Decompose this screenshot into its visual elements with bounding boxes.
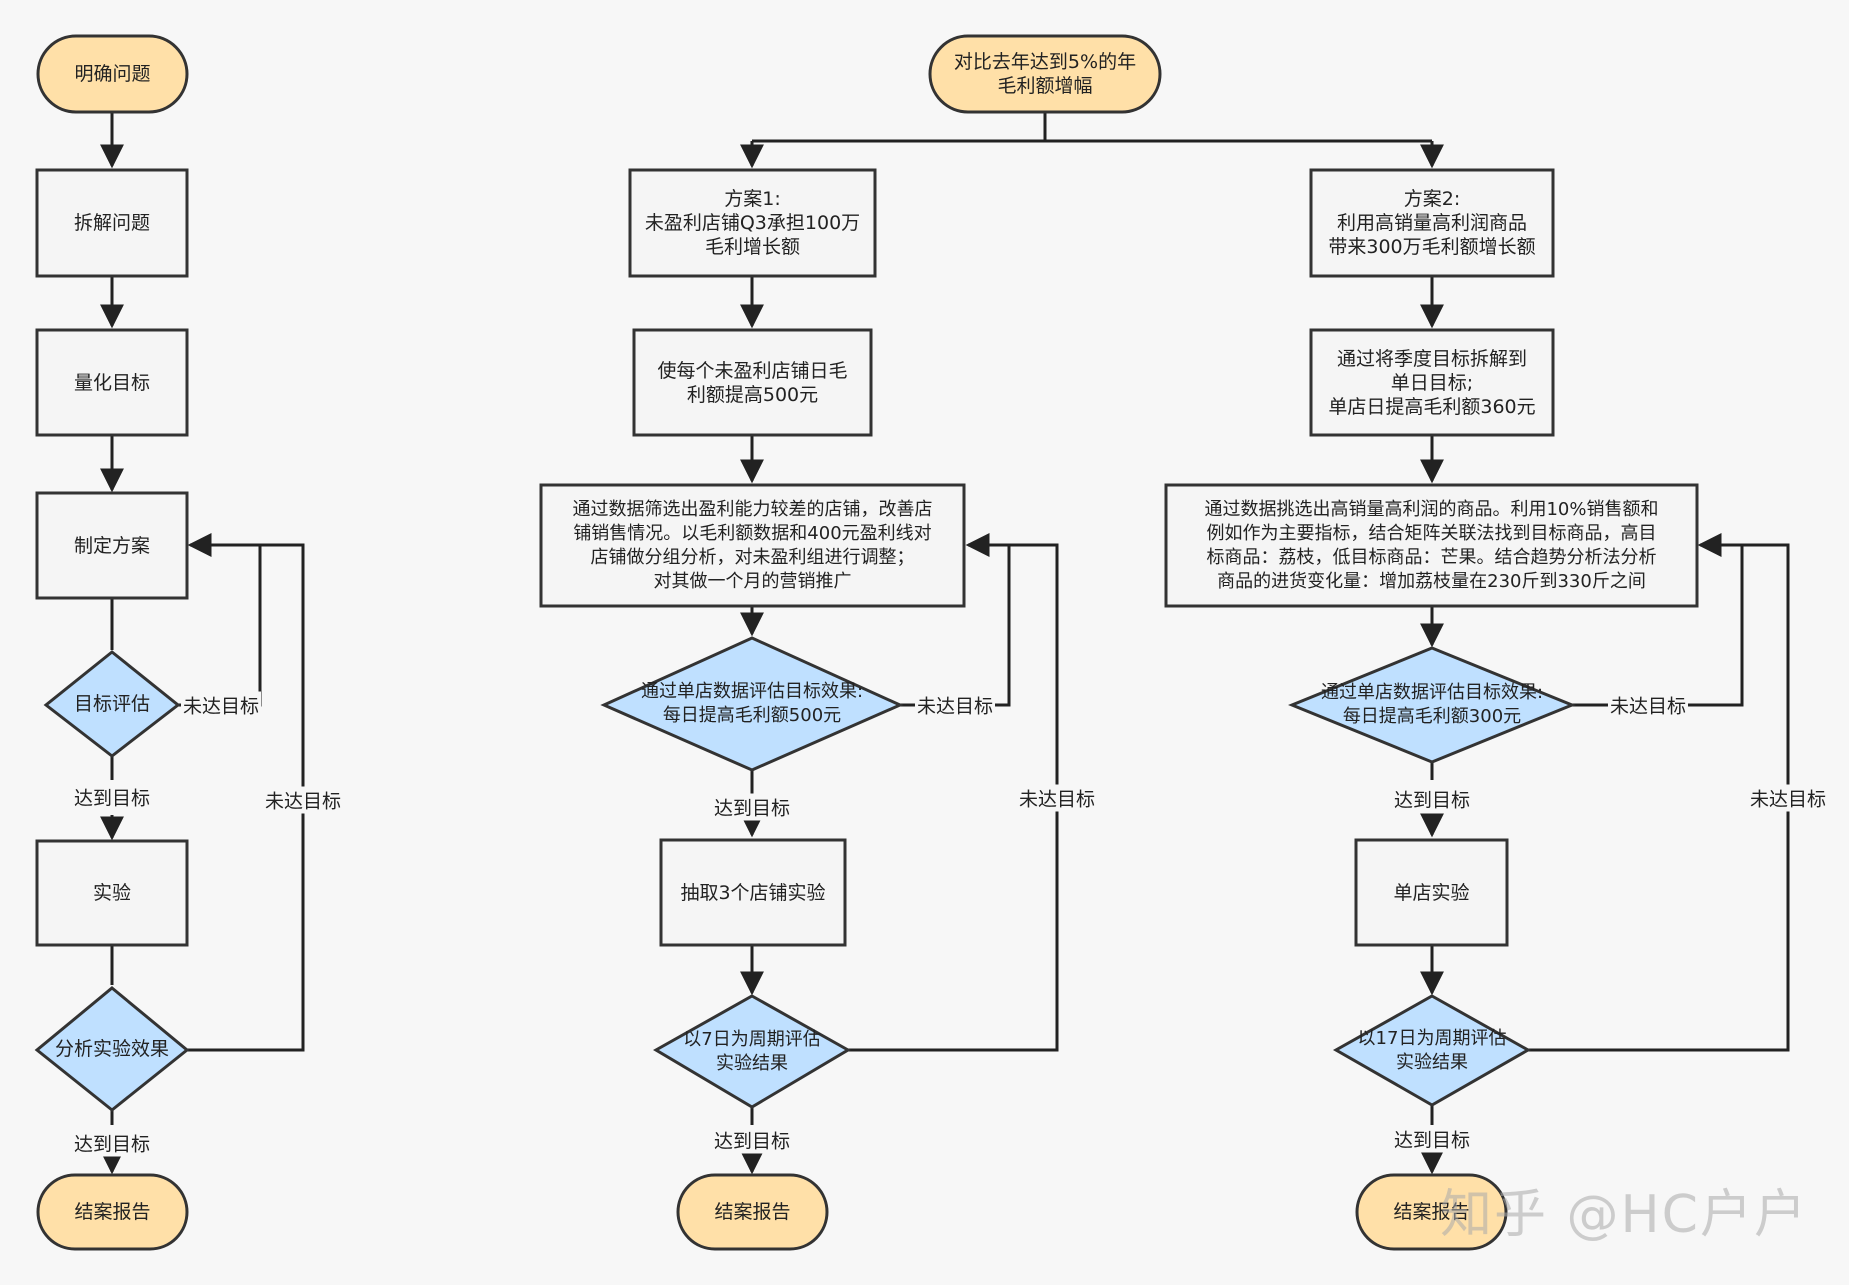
edge-label-reached: 达到目标 xyxy=(711,1126,793,1154)
edge-label-reached: 达到目标 xyxy=(1391,785,1473,813)
plan-node xyxy=(35,491,189,600)
decompose-node xyxy=(35,168,189,278)
experiment-node xyxy=(35,839,189,947)
edge-label-not-reached: 未达目标 xyxy=(1016,784,1098,812)
eval2-node xyxy=(1288,646,1576,764)
plan1-node xyxy=(628,168,877,278)
watermark: 知乎 @HC户户 xyxy=(1440,1185,1808,1245)
plan2-node xyxy=(1309,168,1555,278)
end-node-left xyxy=(36,1173,189,1251)
edge-label-not-reached: 未达目标 xyxy=(180,691,262,719)
end-node-right xyxy=(1355,1173,1508,1251)
root-node xyxy=(928,34,1162,114)
edge-label-not-reached: 未达目标 xyxy=(262,786,344,814)
exp2-node xyxy=(1354,838,1509,947)
exp1-node xyxy=(659,838,847,947)
edge-label-reached: 达到目标 xyxy=(711,793,793,821)
edge-label-not-reached: 未达目标 xyxy=(914,691,996,719)
edge-label-reached: 达到目标 xyxy=(71,1129,153,1157)
eval1-node xyxy=(600,636,904,772)
quantify-node xyxy=(35,328,189,437)
edge-label-reached: 达到目标 xyxy=(1391,1125,1473,1153)
target2-node xyxy=(1309,328,1555,437)
eval-goal-node xyxy=(43,650,181,758)
edge-label-not-reached: 未达目标 xyxy=(1747,784,1829,812)
cycle2-node xyxy=(1332,994,1532,1107)
cycle1-node xyxy=(653,994,851,1109)
target1-node xyxy=(632,328,873,437)
edge-label-reached: 达到目标 xyxy=(71,783,153,811)
end-node-center xyxy=(676,1173,829,1251)
action2-node xyxy=(1164,483,1699,608)
analyze-node xyxy=(34,986,190,1112)
action1-node xyxy=(539,483,966,608)
edge-label-not-reached: 未达目标 xyxy=(1607,691,1689,719)
start-node xyxy=(36,34,189,114)
